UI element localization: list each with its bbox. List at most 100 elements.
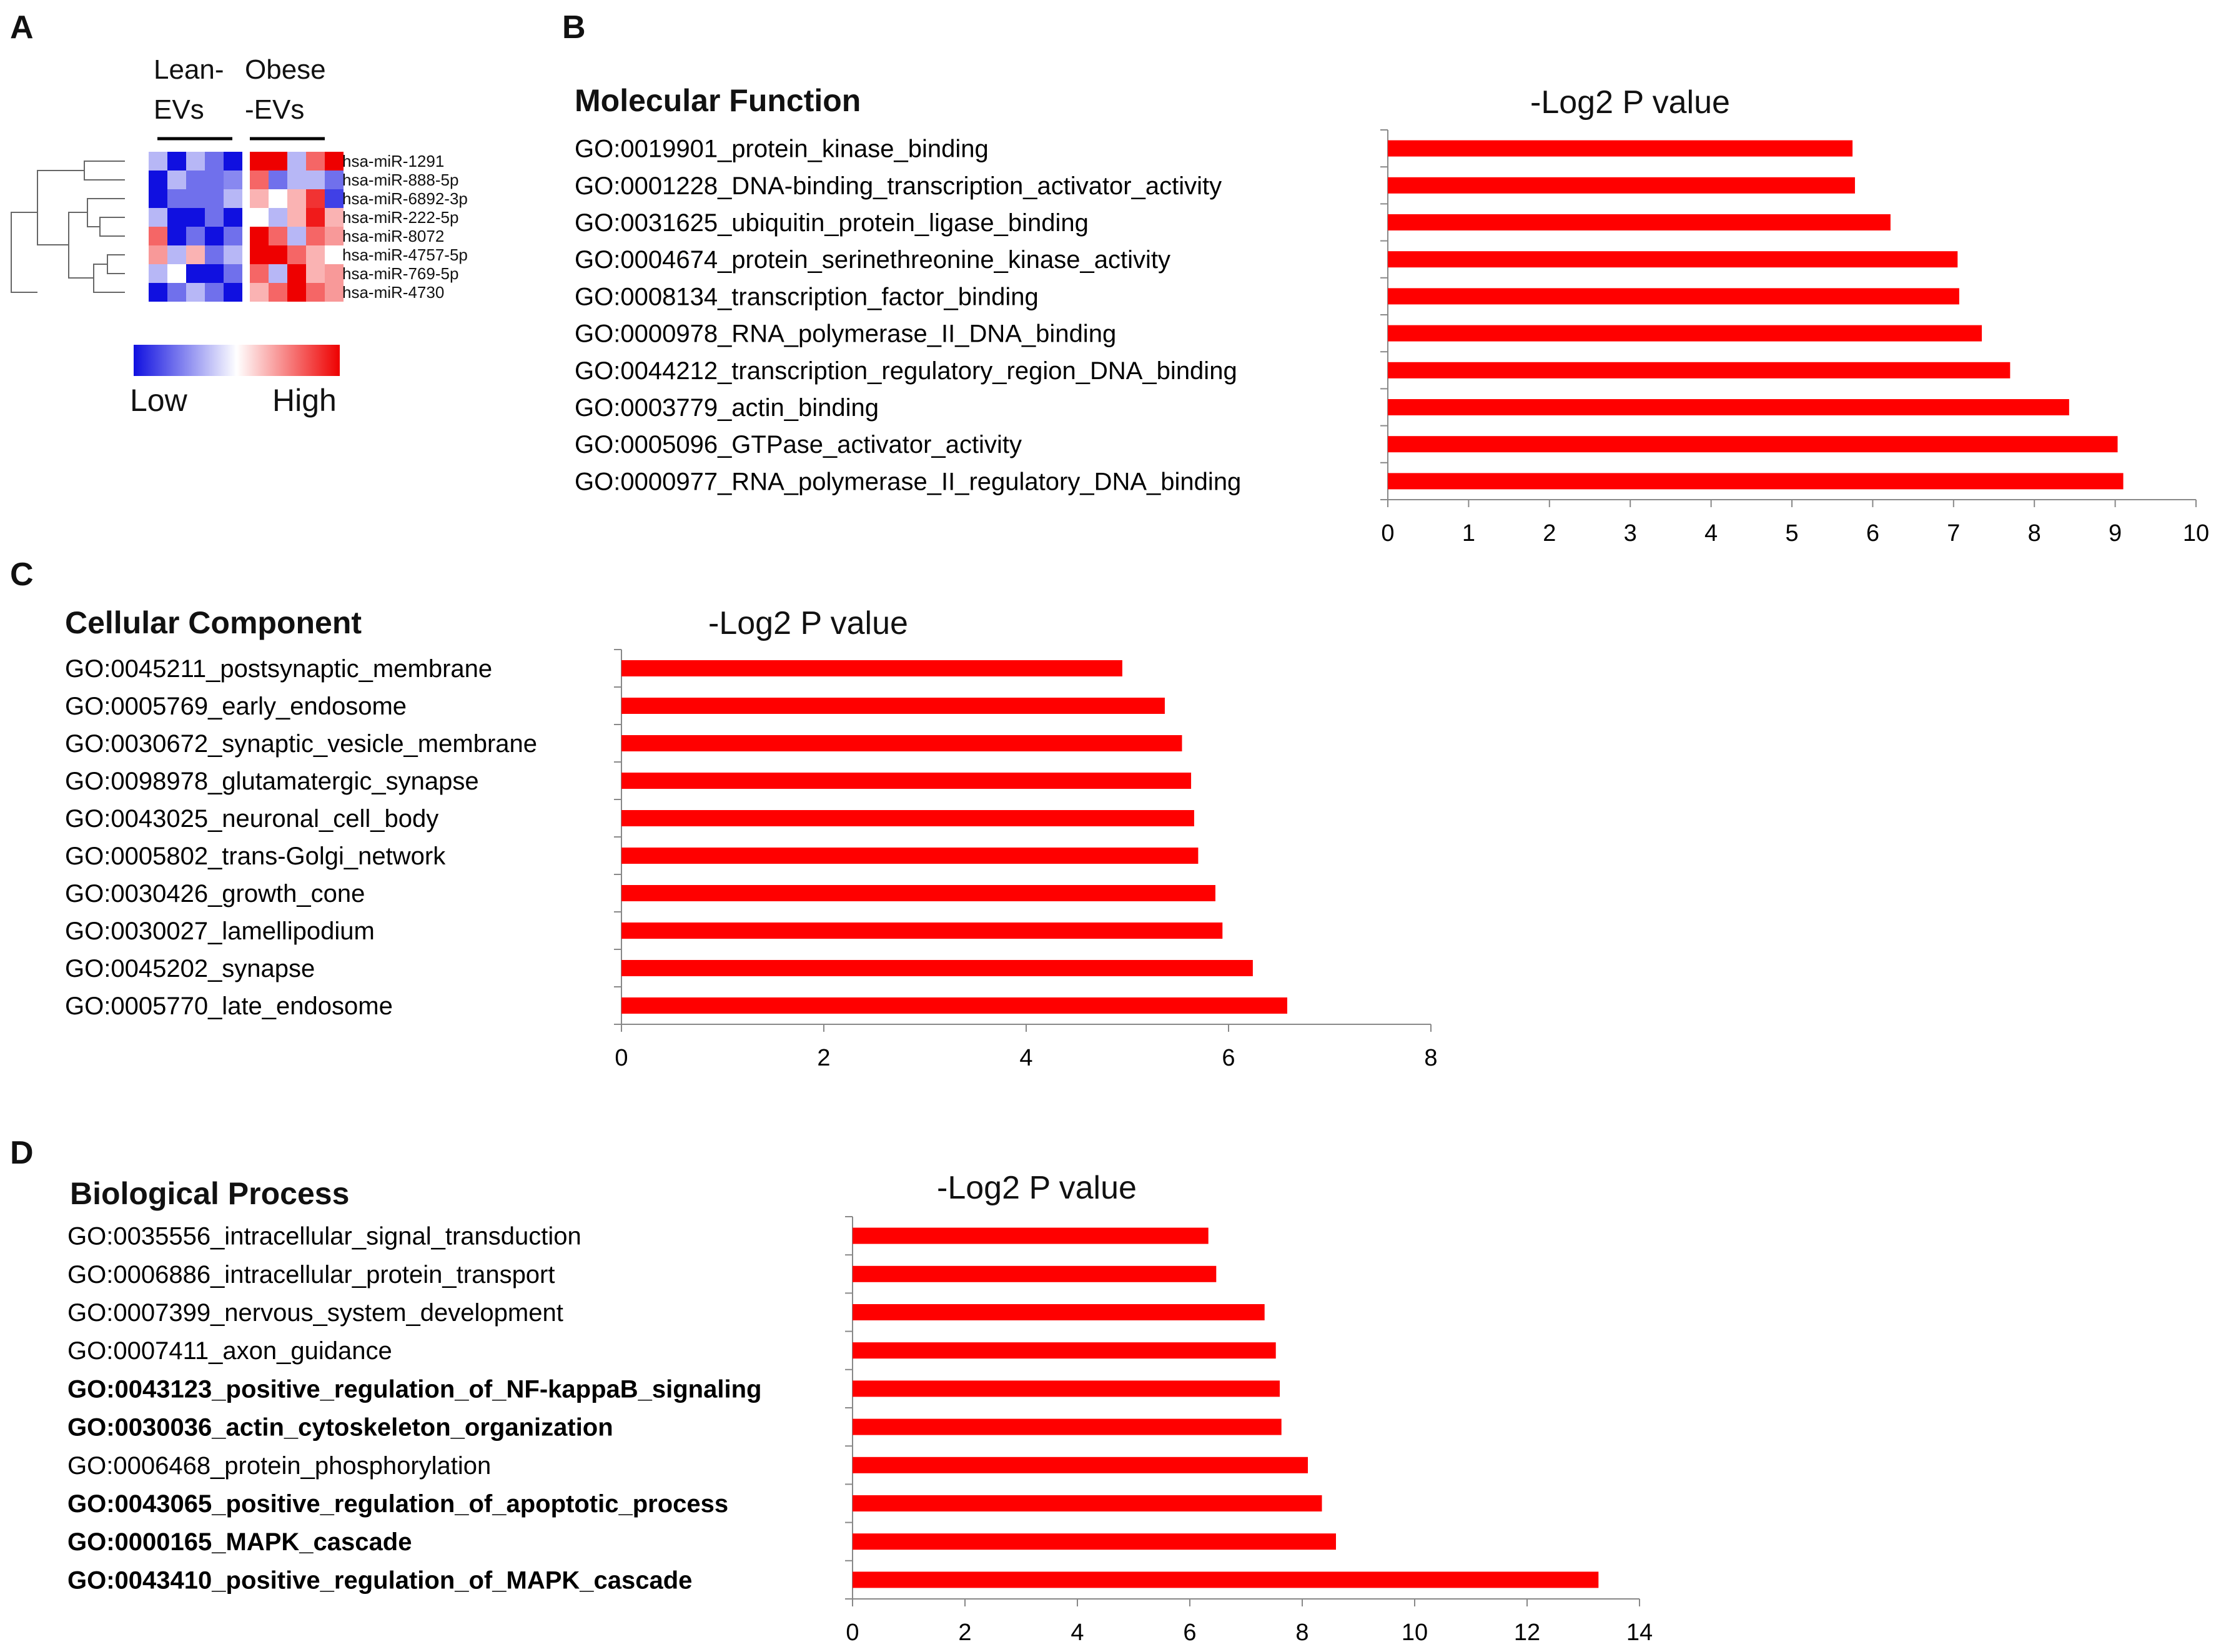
x-tick-label: 10 (2183, 520, 2209, 547)
mirna-label: hsa-miR-4730 (342, 283, 445, 302)
x-tick-label: 9 (2109, 520, 2122, 547)
heatmap-cell (287, 189, 306, 208)
category-label: GO:0004674_protein_serinethreonine_kinas… (575, 246, 1170, 274)
x-tick-label: 0 (1381, 520, 1394, 547)
bar (621, 735, 1182, 751)
bar (1388, 325, 1982, 342)
color-scale (134, 345, 340, 376)
bar (621, 660, 1122, 676)
bar (1388, 140, 1853, 157)
scale-high-label: High (272, 383, 337, 418)
bar (621, 885, 1215, 901)
x-tick-label: 5 (1785, 520, 1798, 547)
heatmap-cell (287, 264, 306, 283)
heatmap-cell (149, 208, 167, 227)
heatmap-cell (205, 171, 224, 189)
mirna-label: hsa-miR-4757-5p (342, 245, 468, 264)
heatmap-cell (306, 152, 325, 171)
x-tick-label: 2 (1543, 520, 1556, 547)
heatmap-cell (224, 283, 242, 302)
category-label: GO:0007411_axon_guidance (67, 1337, 392, 1365)
heatmap-cell (167, 264, 186, 283)
bar (853, 1227, 1209, 1244)
heatmap-cell (186, 171, 205, 189)
bar (1388, 399, 2069, 415)
x-tick-label: 4 (1019, 1045, 1032, 1071)
heatmap-cell (306, 264, 325, 283)
heatmap-cell (149, 152, 167, 171)
heatmap-cell (306, 189, 325, 208)
x-tick-label: 2 (958, 1620, 971, 1646)
mirna-label: hsa-miR-222-5p (342, 208, 459, 227)
category-label: GO:0000165_MAPK_cascade (67, 1528, 412, 1556)
chart-b-title: Molecular Function (575, 83, 861, 118)
category-label: GO:0005770_late_endosome (65, 992, 393, 1020)
group-label-obese: Obese -EVs (245, 54, 326, 125)
mirna-label: hsa-miR-769-5p (342, 264, 459, 283)
bar (853, 1533, 1336, 1550)
bar (621, 698, 1165, 714)
x-tick-label: 6 (1222, 1045, 1235, 1071)
bar (1388, 214, 1891, 230)
x-tick-label: 3 (1624, 520, 1637, 547)
chart-b-xlabel: -Log2 P value (1530, 84, 1730, 121)
heatmap-cell (250, 227, 269, 245)
bar (853, 1380, 1280, 1397)
x-tick-label: 6 (1866, 520, 1879, 547)
heatmap (11, 137, 344, 302)
category-label: GO:0030036_actin_cytoskeleton_organizati… (67, 1414, 613, 1442)
x-tick-label: 6 (1183, 1620, 1196, 1646)
category-label: GO:0008134_transcription_factor_binding (575, 283, 1039, 310)
x-tick-label: 4 (1704, 520, 1718, 547)
category-label: GO:0000978_RNA_polymerase_II_DNA_binding (575, 320, 1116, 348)
bar (1388, 251, 1958, 268)
heatmap-cell (287, 171, 306, 189)
heatmap-cell (325, 152, 344, 171)
heatmap-cell (250, 208, 269, 227)
heatmap-cell (167, 171, 186, 189)
heatmap-cell (205, 264, 224, 283)
heatmap-cell (224, 245, 242, 264)
category-label: GO:0030027_lamellipodium (65, 918, 375, 945)
heatmap-cell (306, 227, 325, 245)
heatmap-cell (205, 208, 224, 227)
heatmap-cell (269, 189, 287, 208)
heatmap-cell (287, 152, 306, 171)
heatmap-cell (250, 264, 269, 283)
heatmap-cell (186, 245, 205, 264)
heatmap-cell (287, 208, 306, 227)
heatmap-cell (250, 245, 269, 264)
heatmap-cell (306, 171, 325, 189)
heatmap-cell (269, 152, 287, 171)
heatmap-cell (167, 189, 186, 208)
x-tick-label: 0 (846, 1620, 859, 1646)
heatmap-cell (306, 283, 325, 302)
bar (853, 1304, 1265, 1320)
bar (621, 997, 1287, 1014)
category-label: GO:0045202_synapse (65, 955, 315, 982)
heatmap-cell (325, 171, 344, 189)
heatmap-cell (186, 264, 205, 283)
heatmap-cell (224, 208, 242, 227)
category-label: GO:0007399_nervous_system_development (67, 1299, 563, 1327)
bar (621, 810, 1194, 826)
scale-low-label: Low (130, 383, 187, 418)
chart-c-xlabel: -Log2 P value (708, 605, 908, 641)
heatmap-cell (250, 152, 269, 171)
bar (853, 1265, 1217, 1282)
dendrogram (11, 161, 125, 293)
chart-d-xlabel: -Log2 P value (937, 1170, 1137, 1206)
panel-letter-c: C (10, 556, 34, 593)
category-label: GO:0005802_trans-Golgi_network (65, 843, 446, 870)
bar (1388, 288, 1959, 305)
category-label: GO:0031625_ubiquitin_protein_ligase_bind… (575, 209, 1089, 237)
heatmap-cell (205, 227, 224, 245)
x-tick-label: 0 (615, 1045, 628, 1071)
x-tick-label: 12 (1514, 1620, 1540, 1646)
group-label-lean: Lean- EVs (154, 54, 224, 125)
heatmap-cell (224, 264, 242, 283)
chart-d-title: Biological Process (70, 1176, 350, 1211)
heatmap-cell (149, 189, 167, 208)
heatmap-cell (149, 227, 167, 245)
